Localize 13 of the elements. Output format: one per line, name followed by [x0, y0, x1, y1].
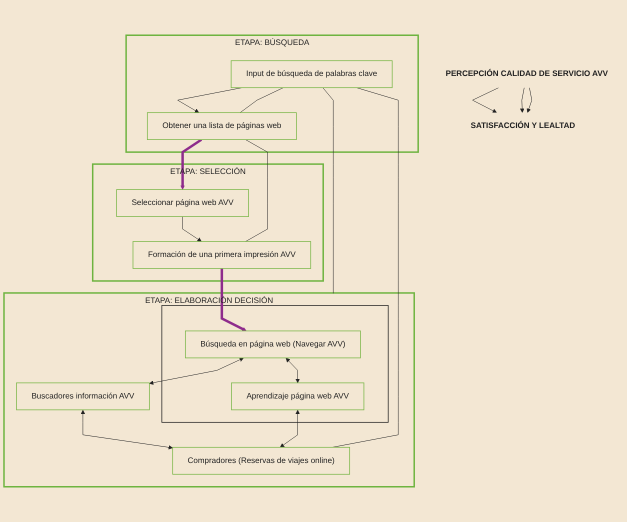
arrow	[520, 87, 524, 113]
arrow	[220, 268, 247, 332]
connector	[322, 87, 334, 294]
arrow	[149, 358, 244, 385]
connector	[245, 139, 268, 242]
connector	[240, 87, 284, 113]
cluster	[161, 305, 389, 423]
arrow	[472, 87, 499, 113]
arrow	[80, 410, 173, 450]
arrow	[286, 358, 300, 384]
arrow	[280, 410, 300, 448]
arrow	[182, 216, 202, 242]
arrow	[526, 87, 532, 113]
